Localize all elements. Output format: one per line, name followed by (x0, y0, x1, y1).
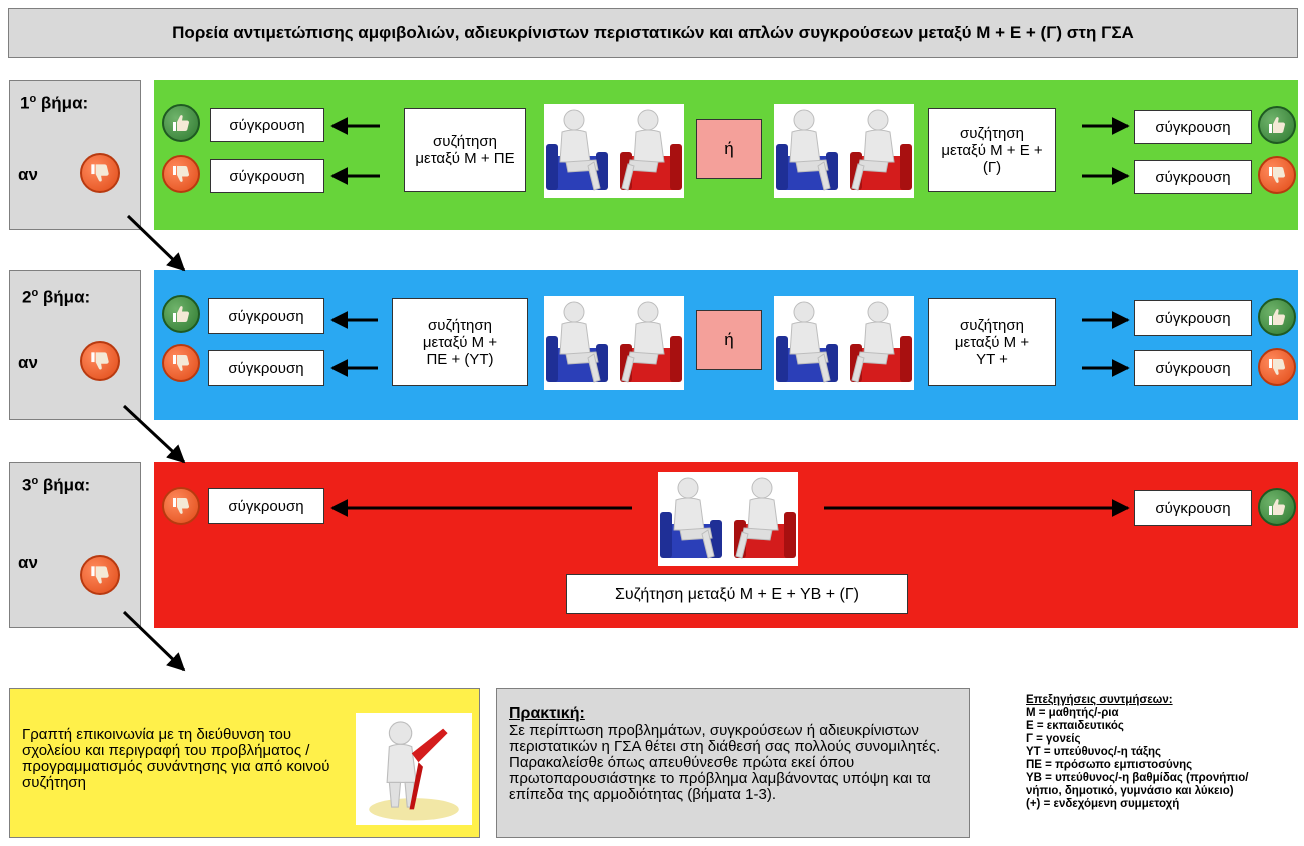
legend-line: ΥΒ = υπεύθυνος/-η βαθμίδας (προνήπιο/ (1026, 772, 1249, 784)
thumbs-up-icon (1258, 298, 1296, 336)
written-note-text: Γραπτή επικοινωνία με τη διεύθυνση του σ… (22, 726, 330, 791)
step-1-if-label: αν (18, 165, 38, 184)
thumbs-down-icon (1258, 156, 1296, 194)
step-2-label: 2ο βήμα: (22, 287, 90, 308)
thumbs-up-icon (162, 295, 200, 333)
legend-line: Γ = γονείς (1026, 733, 1081, 745)
thumbs-down-icon (162, 155, 200, 193)
conflict-box: σύγκρουση (1134, 490, 1252, 526)
conflict-box: σύγκρουση (208, 488, 324, 524)
conflict-box: σύγκρουση (210, 108, 324, 142)
step-2-if-label: αν (18, 353, 38, 372)
conflict-box: σύγκρουση (208, 298, 324, 334)
conflict-box: σύγκρουση (1134, 300, 1252, 336)
figure-writing-icon (356, 713, 472, 825)
thumbs-up-icon (162, 104, 200, 142)
thumbs-down-icon (1258, 348, 1296, 386)
thumbs-down-icon (80, 341, 120, 381)
discussion-box: συζήτηση μεταξύ Μ + ΠΕ (404, 108, 526, 192)
arrow-step-2-to-3 (122, 404, 186, 464)
step-1-word: βήμα: (36, 93, 89, 113)
step-2-number: 2 (22, 287, 32, 307)
arrow-step-3-to-note (122, 610, 186, 672)
legend-line: Ε = εκπαιδευτικός (1026, 720, 1124, 732)
step-2-panel: 2ο βήμα: αν (9, 270, 141, 420)
conflict-box: σύγκρουση (1134, 110, 1252, 144)
thumbs-down-icon (162, 344, 200, 382)
conflict-box: σύγκρουση (210, 159, 324, 193)
legend-line: Μ = μαθητής/-ρια (1026, 707, 1119, 719)
thumbs-down-icon (162, 487, 200, 525)
conflict-box: σύγκρουση (208, 350, 324, 386)
step-3-number: 3 (22, 475, 32, 495)
conflict-box: σύγκρουση (1134, 160, 1252, 194)
thumbs-up-icon (1258, 488, 1296, 526)
legend-line: νήπιο, δημοτικό, γυμνάσιο και λύκειο) (1026, 785, 1234, 797)
practice-title: Πρακτική: (509, 705, 585, 722)
written-communication-note: Γραπτή επικοινωνία με τη διεύθυνση του σ… (9, 688, 480, 838)
page-title: Πορεία αντιμετώπισης αμφιβολιών, αδιευκρ… (8, 8, 1298, 58)
practice-note: Πρακτική: Σε περίπτωση προβλημάτων, συγκ… (496, 688, 970, 838)
step-2-sup: ο (31, 287, 39, 299)
step-3-sup: ο (31, 475, 39, 487)
conflict-box: σύγκρουση (1134, 350, 1252, 386)
legend-title: Επεξηγήσεις συντμήσεων: (1026, 694, 1173, 706)
abbreviations-legend: Επεξηγήσεις συντμήσεων: Μ = μαθητής/-ρια… (1026, 694, 1302, 811)
or-box: ή (696, 310, 762, 370)
thumbs-down-icon (80, 555, 120, 595)
meeting-figures-icon (544, 104, 684, 198)
meeting-figures-icon (544, 296, 684, 390)
step-3-label: 3ο βήμα: (22, 475, 90, 496)
step-3-panel: 3ο βήμα: αν (9, 462, 141, 628)
arrow-step-1-to-2 (126, 214, 186, 272)
meeting-figures-icon (658, 472, 798, 566)
practice-body: Σε περίπτωση προβλημάτων, συγκρούσεων ή … (509, 722, 941, 803)
step-1-label: 1ο βήμα: (20, 93, 88, 114)
thumbs-down-icon (80, 153, 120, 193)
discussion-box: συζήτηση μεταξύ Μ + ΠΕ + (ΥΤ) (392, 298, 528, 386)
meeting-figures-icon (774, 104, 914, 198)
step-3-word: βήμα: (38, 475, 91, 495)
step-1-panel: 1ο βήμα: αν (9, 80, 141, 230)
step-3-if-label: αν (18, 553, 38, 572)
step-1-number: 1 (20, 93, 30, 113)
legend-line: ΥΤ = υπεύθυνος/-η τάξης (1026, 746, 1162, 758)
meeting-figures-icon (774, 296, 914, 390)
discussion-box: Συζήτηση μεταξύ Μ + Ε + ΥΒ + (Γ) (566, 574, 908, 614)
step-2-word: βήμα: (38, 287, 91, 307)
discussion-box: συζήτηση μεταξύ Μ + ΥΤ + (928, 298, 1056, 386)
title-text: Πορεία αντιμετώπισης αμφιβολιών, αδιευκρ… (172, 23, 1134, 42)
step-1-sup: ο (29, 93, 37, 105)
discussion-box: συζήτηση μεταξύ Μ + Ε + (Γ) (928, 108, 1056, 192)
or-box: ή (696, 119, 762, 179)
legend-line: (+) = ενδεχόμενη συμμετοχή (1026, 798, 1180, 810)
legend-line: ΠΕ = πρόσωπο εμπιστοσύνης (1026, 759, 1193, 771)
thumbs-up-icon (1258, 106, 1296, 144)
